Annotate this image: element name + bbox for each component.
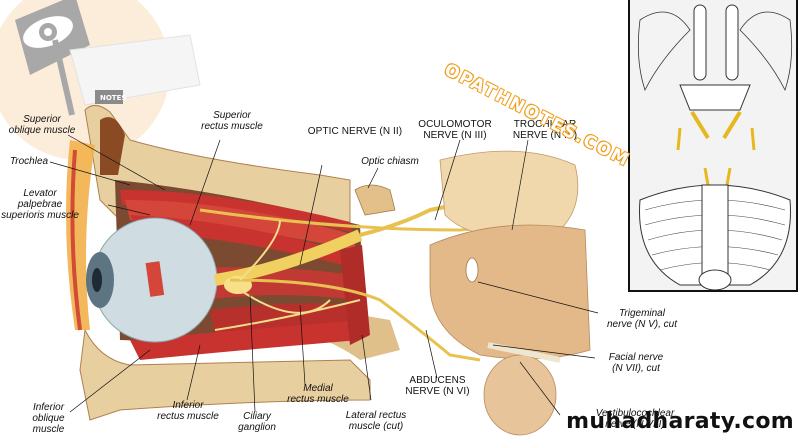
- label-abducens: ABDUCENS NERVE (N VI): [405, 375, 470, 397]
- label-superior-oblique: Superior oblique muscle: [8, 114, 76, 136]
- label-optic-nerve: OPTIC NERVE (N II): [307, 126, 403, 137]
- label-superior-rectus: Superior rectus muscle: [201, 110, 263, 132]
- label-inferior-rectus: Inferior rectus muscle: [157, 400, 219, 422]
- inferior-rectus-muscle: [130, 320, 360, 360]
- label-ciliary-ganglion: Ciliary ganglion: [238, 411, 276, 433]
- label-vestibulocochlear: Vestibulocochlear nerve (N VIII): [595, 408, 675, 430]
- label-facial: Facial nerve (N VII), cut: [608, 352, 664, 374]
- label-trochlear: TROCHLEAR NERVE (N IV): [512, 119, 578, 141]
- label-lateral-rectus: Lateral rectus muscle (cut): [345, 410, 407, 432]
- brainstem: [429, 150, 591, 436]
- optic-nerve: [214, 229, 363, 286]
- optic-chiasm: [354, 184, 396, 216]
- leader-lines: [49, 134, 599, 416]
- brain-inset: [628, 0, 798, 292]
- label-trigeminal: Trigeminal nerve (N V), cut: [606, 308, 678, 330]
- label-optic-chiasm: Optic chiasm: [361, 156, 419, 167]
- abducens-nerve: [229, 278, 481, 362]
- lateral-rectus-cut: [340, 245, 370, 345]
- label-trochlea: Trochlea: [9, 156, 49, 167]
- opathnotes-logo: [0, 0, 201, 160]
- label-oculomotor: OCULOMOTOR NERVE (N III): [418, 119, 492, 141]
- label-inferior-oblique: Inferior oblique muscle: [32, 402, 65, 435]
- levator-muscle: [125, 200, 355, 250]
- lateral-rectus-muscle: [210, 303, 362, 335]
- eyeball: [86, 217, 218, 343]
- brain-inferior-view: [630, 0, 796, 290]
- label-medial-rectus: Medial rectus muscle: [287, 383, 349, 405]
- logo-notes-tag: NOTES: [100, 94, 127, 102]
- label-levator: Levator palpebrae superioris muscle: [1, 188, 79, 221]
- muhadharaty-watermark: muhadharaty.com: [566, 409, 794, 434]
